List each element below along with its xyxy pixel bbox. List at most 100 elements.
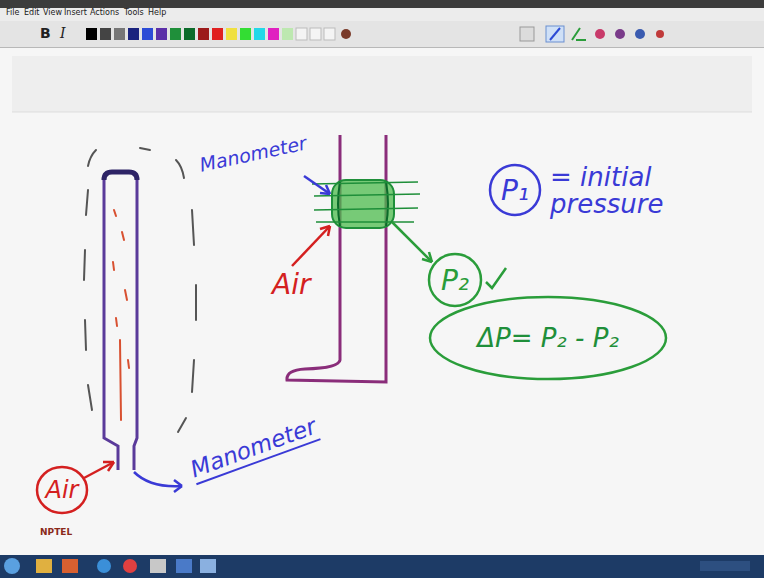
swatch	[114, 28, 125, 40]
outline-ellipse	[37, 467, 87, 513]
mark	[113, 262, 114, 270]
mark	[120, 340, 121, 420]
pressure-circle: P₂	[427, 252, 483, 308]
dash	[192, 360, 194, 392]
tick-mark	[486, 268, 506, 288]
outline-ellipse	[490, 165, 540, 215]
node-text: ΔP= P₂ - P₂	[428, 295, 668, 381]
swatch	[324, 28, 335, 40]
taskbar-icon	[97, 559, 111, 573]
swatch	[198, 28, 209, 40]
page	[0, 48, 764, 555]
dash	[195, 285, 197, 320]
dash	[192, 210, 194, 245]
cuff-edge	[338, 182, 388, 226]
outline-ellipse	[429, 254, 481, 306]
menu-item: Help	[148, 9, 166, 17]
air-arrow	[84, 462, 114, 478]
arrow-head	[174, 480, 182, 492]
arrow-head	[422, 252, 432, 262]
swatch	[100, 28, 111, 40]
swatch	[86, 28, 97, 40]
swatch	[240, 28, 251, 40]
reading-arrow	[392, 222, 432, 262]
node-label: Air	[46, 476, 79, 504]
dash	[85, 320, 86, 350]
tube	[104, 180, 137, 470]
cuff-hatch	[312, 182, 420, 222]
node-text: P₂	[427, 252, 483, 308]
swatch	[254, 28, 265, 40]
dash	[140, 148, 150, 150]
mark	[125, 290, 127, 300]
swatch	[226, 28, 237, 40]
menu-item: Actions	[90, 9, 119, 17]
dash	[178, 418, 186, 432]
tool-icon	[520, 27, 534, 41]
color-swatches	[86, 28, 351, 40]
toolbar-edge	[0, 47, 764, 48]
node-label: ΔP= P₂ - P₂	[477, 323, 619, 353]
tool-icon	[546, 26, 564, 42]
menu-item: Edit	[24, 9, 40, 17]
menu-item: Insert	[64, 9, 87, 17]
annotation-label: Air	[272, 270, 310, 299]
node-text: Air	[35, 465, 89, 515]
header-rule	[12, 112, 752, 113]
menu-bar	[0, 8, 764, 21]
tool-icon	[595, 29, 605, 39]
clock-area	[700, 561, 750, 571]
mark	[116, 318, 117, 326]
dashed-outline	[84, 148, 196, 432]
watermark: NPTEL	[40, 528, 72, 537]
swatch	[268, 28, 279, 40]
arrow-head	[320, 226, 330, 236]
annotation-label: Manometer	[187, 414, 320, 486]
node-text: P₁	[488, 163, 542, 217]
air-source-circle: Air	[35, 465, 89, 515]
taskbar-icon	[200, 559, 216, 573]
air-arrow	[292, 226, 330, 266]
node-label: P₁	[501, 174, 529, 207]
tool-icons	[520, 26, 664, 42]
dash	[88, 385, 92, 410]
page-header-band	[12, 56, 752, 112]
start-button	[4, 558, 20, 574]
menu-item: View	[43, 9, 62, 17]
mark	[128, 360, 129, 368]
annotation-label: = initial pressure	[550, 164, 690, 219]
cuff	[332, 180, 394, 228]
toolbar-button: I	[60, 26, 66, 41]
tool-icon	[635, 29, 645, 39]
dash	[84, 250, 85, 280]
swatch	[296, 28, 307, 40]
taskbar-icon	[62, 559, 78, 573]
pressure-circle: P₁	[488, 163, 542, 217]
equation-ellipse: ΔP= P₂ - P₂	[428, 295, 668, 381]
taskbar-icon	[150, 559, 166, 573]
title-bar	[0, 0, 764, 8]
arrow-head	[103, 462, 114, 471]
tool-icon	[341, 29, 351, 39]
swatch	[282, 28, 293, 40]
swatch	[212, 28, 223, 40]
pressure-cuff	[312, 180, 420, 228]
menu-item: Tools	[124, 9, 144, 17]
taskbar-icon	[36, 559, 52, 573]
pen-icon	[550, 28, 560, 40]
outline-ellipse	[430, 297, 666, 379]
node-label: P₂	[441, 264, 469, 297]
dash	[88, 150, 96, 166]
swatch	[128, 28, 139, 40]
manometer-arrow	[304, 176, 330, 194]
toolbar-button: B	[40, 26, 51, 41]
taskbar	[0, 555, 764, 578]
tool-icon	[656, 30, 664, 38]
swatch	[310, 28, 321, 40]
taskbar-icon	[123, 559, 137, 573]
tool-icon	[615, 29, 625, 39]
arrow-head	[320, 185, 330, 194]
